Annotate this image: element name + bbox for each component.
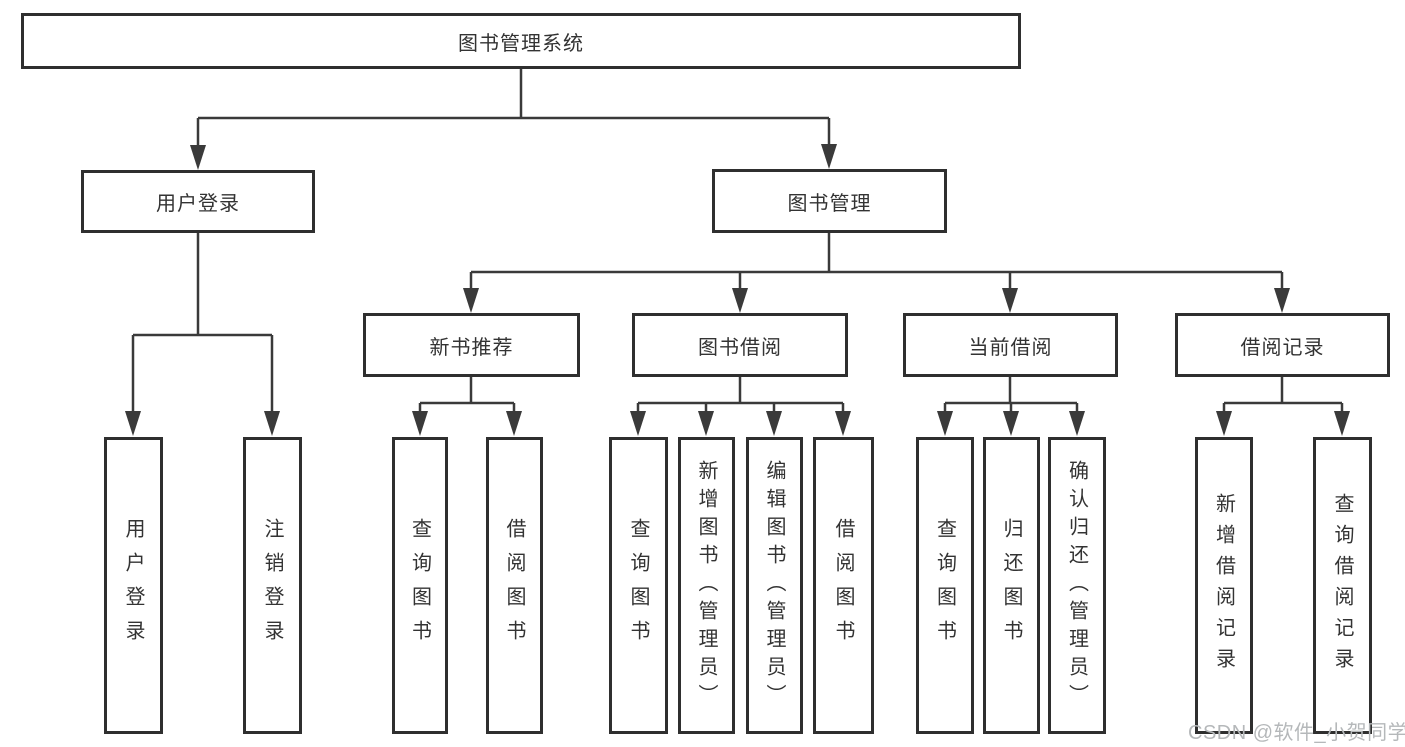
node-current-borrowing: 当前借阅 xyxy=(903,313,1118,377)
node-label: 当前借阅 xyxy=(968,336,1053,359)
node-label: 借阅图书 xyxy=(832,517,854,654)
leaf-return-books: 归还图书 xyxy=(983,437,1040,734)
node-book-borrowing: 图书借阅 xyxy=(632,313,848,377)
node-label: 图书管理系统 xyxy=(458,32,584,55)
leaf-add-books-admin: 新增图书（管理员） xyxy=(678,437,735,734)
node-label: 注销登录 xyxy=(261,517,283,654)
node-library-management-system: 图书管理系统 xyxy=(21,13,1021,69)
node-book-management: 图书管理 xyxy=(712,169,947,233)
leaf-user-login: 用户登录 xyxy=(104,437,163,734)
node-new-book-recommendation: 新书推荐 xyxy=(363,313,580,377)
leaf-edit-books-admin: 编辑图书（管理员） xyxy=(746,437,803,734)
leaf-query-books-recommend: 查询图书 xyxy=(392,437,448,734)
node-label: 查询借阅记录 xyxy=(1331,492,1353,679)
leaf-borrow-books-recommend: 借阅图书 xyxy=(486,437,543,734)
leaf-borrow-books: 借阅图书 xyxy=(813,437,874,734)
node-label: 用户登录 xyxy=(156,193,240,215)
csdn-watermark: CSDN @软件_小贺同学 xyxy=(1188,722,1405,744)
node-label: 归还图书 xyxy=(1000,517,1022,654)
node-label: 查询图书 xyxy=(627,517,649,654)
node-label: 图书借阅 xyxy=(698,336,782,359)
leaf-query-books-current: 查询图书 xyxy=(916,437,974,734)
node-label: 借阅图书 xyxy=(503,517,525,654)
leaf-query-books-borrowing: 查询图书 xyxy=(609,437,668,734)
node-label: 查询图书 xyxy=(408,517,431,654)
node-label: 新增图书（管理员） xyxy=(695,459,717,712)
leaf-logout: 注销登录 xyxy=(243,437,302,734)
node-label: 新书推荐 xyxy=(429,336,514,359)
node-label: 图书管理 xyxy=(787,192,872,215)
node-label: 编辑图书（管理员） xyxy=(763,459,785,712)
node-label: 借阅记录 xyxy=(1240,336,1325,359)
leaf-confirm-return-admin: 确认归还（管理员） xyxy=(1048,437,1106,734)
node-label: 查询图书 xyxy=(933,517,956,654)
node-label: 新增借阅记录 xyxy=(1212,492,1235,679)
leaf-add-borrow-record: 新增借阅记录 xyxy=(1195,437,1253,734)
node-label: 用户登录 xyxy=(122,517,144,654)
leaf-query-borrow-record: 查询借阅记录 xyxy=(1313,437,1372,734)
node-borrowing-records: 借阅记录 xyxy=(1175,313,1390,377)
node-user-login: 用户登录 xyxy=(81,170,315,233)
node-label: 确认归还（管理员） xyxy=(1065,459,1088,712)
